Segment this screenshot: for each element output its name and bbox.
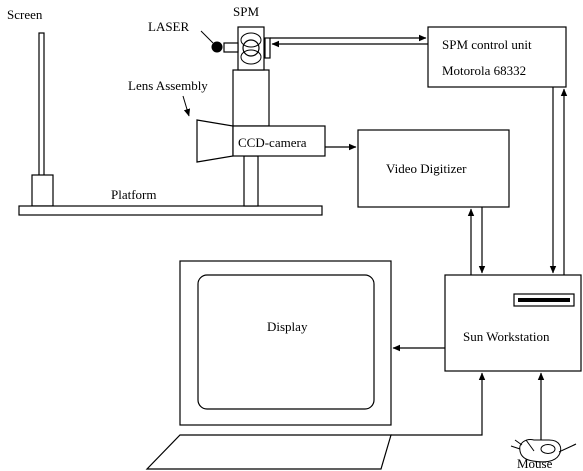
screen-label: Screen	[7, 7, 43, 22]
platform	[18, 205, 323, 216]
camera-stand-post	[243, 155, 259, 207]
display-monitor-inner	[197, 274, 375, 410]
spm-control-unit-label-line2: Motorola 68332	[442, 63, 526, 78]
arrow-keyboard-to-workstation	[391, 372, 486, 436]
spm-head	[223, 26, 271, 71]
screen-pole	[38, 32, 45, 177]
lens-assembly-label: Lens Assembly	[128, 78, 208, 93]
spm-control-unit-box	[427, 26, 567, 88]
ccd-camera-label: CCD-camera	[238, 135, 307, 150]
video-digitizer-box	[357, 129, 510, 208]
laser-emitter	[211, 41, 223, 53]
lens-assembly	[196, 119, 234, 163]
screen-base	[31, 174, 54, 207]
mouse-label: Mouse	[517, 456, 553, 471]
platform-label: Platform	[111, 187, 157, 202]
sun-workstation-label: Sun Workstation	[463, 329, 550, 344]
laser-label: LASER	[148, 19, 190, 34]
workstation-drive-slot-inner	[518, 298, 570, 302]
video-digitizer-label: Video Digitizer	[386, 161, 467, 176]
ccd-camera-box	[232, 125, 326, 157]
spm-label: SPM	[233, 4, 259, 19]
display-label: Display	[267, 319, 308, 334]
lens-assembly-leader	[182, 95, 191, 117]
sun-workstation-box	[444, 274, 582, 372]
mouse-device	[510, 439, 577, 463]
keyboard	[145, 434, 392, 470]
laser-label-leader	[200, 30, 214, 44]
spm-control-unit-label-line1: SPM control unit	[442, 37, 532, 52]
camera-support-column	[232, 69, 270, 127]
